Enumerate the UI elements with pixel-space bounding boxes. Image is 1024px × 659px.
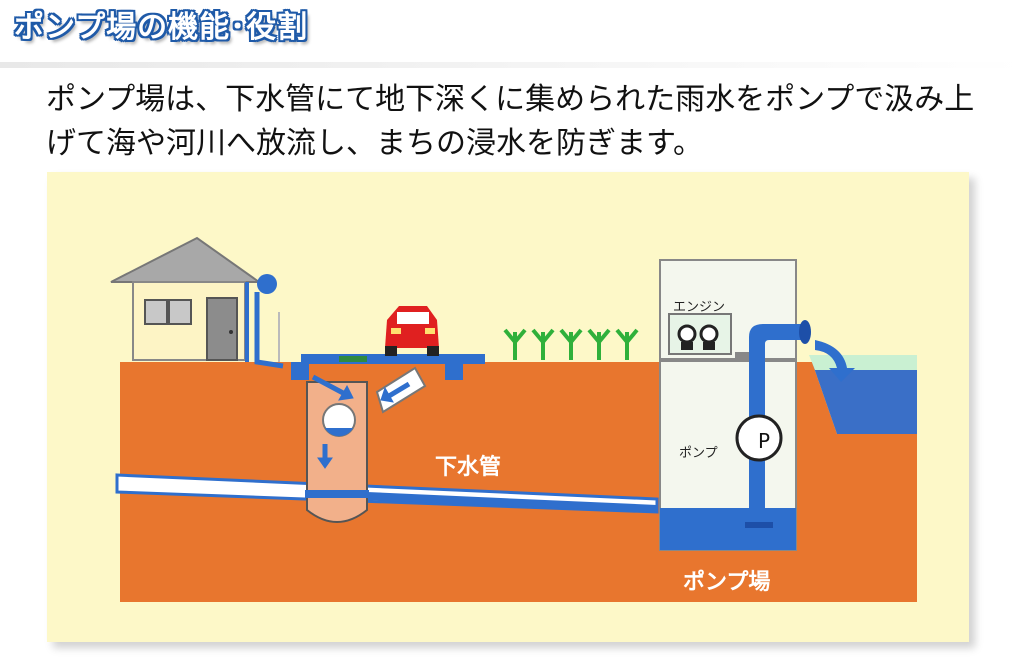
diagram-canvas (110, 236, 917, 602)
manhole-shaft (306, 381, 368, 523)
river-bank (809, 355, 917, 370)
engine-label: エンジン (673, 300, 726, 315)
manhole-ring (305, 490, 369, 498)
road-grate (339, 356, 367, 362)
car-icon (385, 306, 439, 356)
plant-icon (503, 328, 639, 360)
pump-station-label: ポンプ場 (683, 570, 771, 595)
discharge-arrow (815, 340, 855, 382)
engine-icon (668, 313, 732, 355)
sewer-pipe-label: 下水管 (435, 455, 502, 480)
house-icon (110, 236, 284, 369)
pump-station-building (659, 259, 797, 551)
title-underline (0, 62, 1024, 68)
pump-station-water (660, 508, 796, 550)
description-text: ポンプ場は、下水管にて地下深くに集められた雨水をポンプで汲み上げて海や河川へ放流… (46, 82, 975, 161)
sewer-pipe-flow (367, 492, 657, 512)
road (301, 354, 485, 364)
river-water (812, 362, 917, 434)
inlet-right (445, 362, 463, 380)
flow-arrow-icon (311, 374, 411, 469)
diagram-panel: 下水管 ポンプ場 エンジン ポンプ P (47, 172, 969, 642)
page-title: ポンプ場の機能･役割 (14, 10, 309, 45)
pump-symbol-label: P (757, 429, 771, 453)
pump-label: ポンプ (679, 446, 718, 461)
pump-icon (735, 320, 811, 528)
pump-station-floor (660, 358, 796, 362)
inlet-left (291, 362, 309, 380)
